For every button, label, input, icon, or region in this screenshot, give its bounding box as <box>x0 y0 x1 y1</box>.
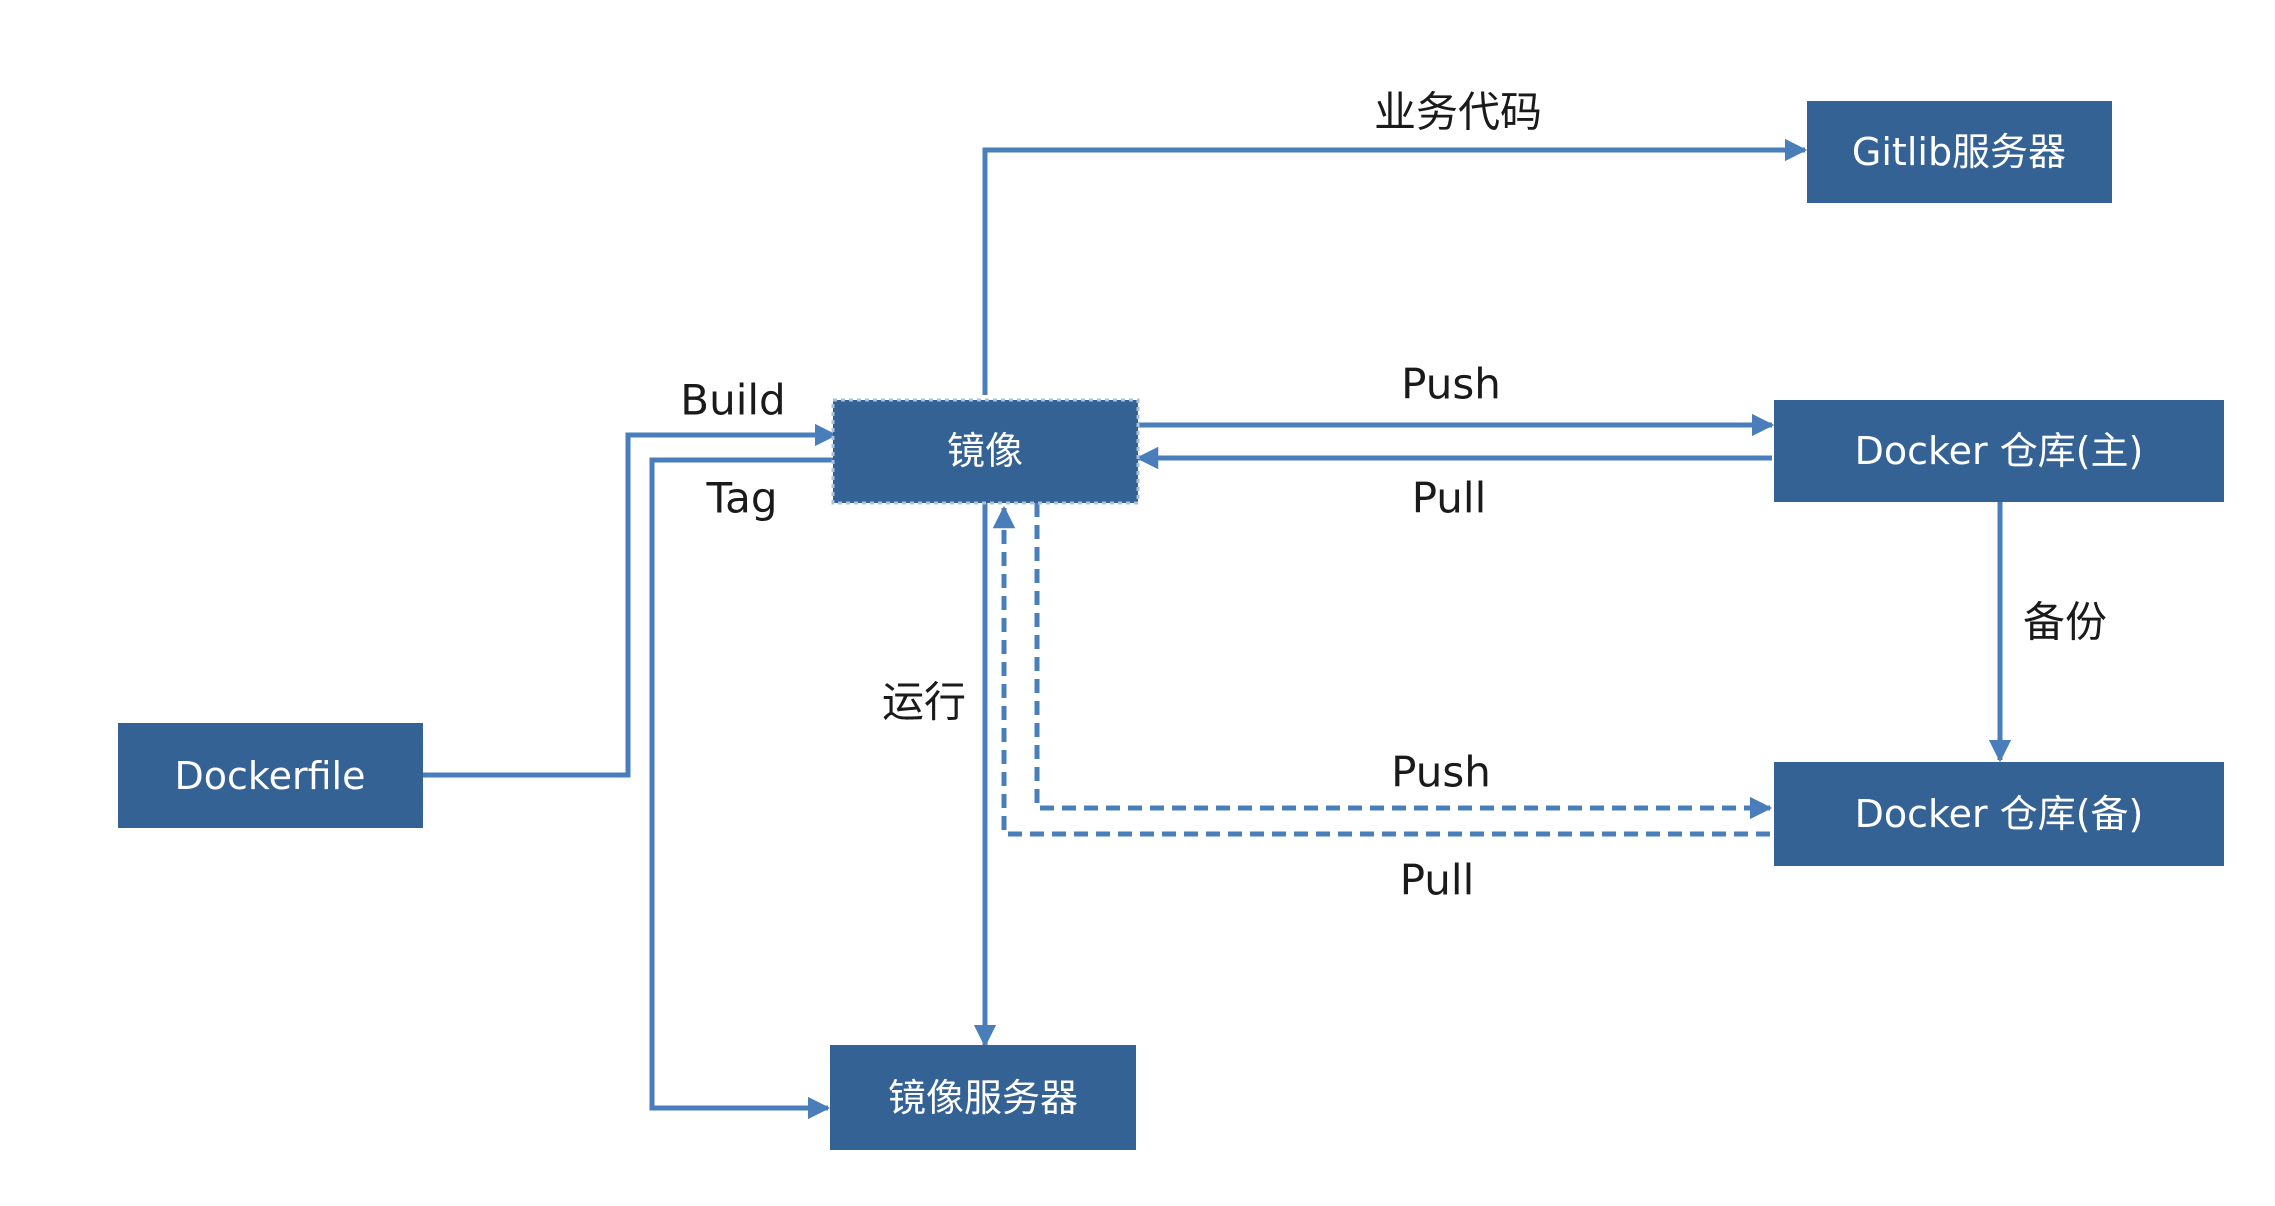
label-push-backup: Push <box>1391 748 1491 797</box>
node-dockerfile-label: Dockerfile <box>175 754 366 798</box>
node-dockerfile: Dockerfile <box>118 723 423 828</box>
edge-push-backup <box>1034 503 1773 820</box>
edge-build <box>423 423 838 778</box>
edge-pull-backup <box>992 505 1770 837</box>
node-registry-main: Docker 仓库(主) <box>1774 400 2224 502</box>
node-image-server-label: 镜像服务器 <box>888 1076 1078 1120</box>
node-gitlib-server-label: Gitlib服务器 <box>1852 130 2066 174</box>
label-business-code: 业务代码 <box>1374 88 1542 137</box>
node-registry-main-label: Docker 仓库(主) <box>1855 429 2144 473</box>
edge-tag <box>649 457 835 1120</box>
edge-business-code <box>982 138 1808 395</box>
label-build: Build <box>680 376 785 425</box>
node-registry-backup: Docker 仓库(备) <box>1774 762 2224 866</box>
label-backup: 备份 <box>2023 598 2107 647</box>
node-image-label: 镜像 <box>947 429 1023 473</box>
node-gitlib-server: Gitlib服务器 <box>1807 101 2112 203</box>
node-registry-backup-label: Docker 仓库(备) <box>1855 792 2144 836</box>
node-image-server: 镜像服务器 <box>830 1045 1136 1150</box>
label-run: 运行 <box>882 678 966 727</box>
edges <box>423 138 2012 1120</box>
node-image: 镜像 <box>831 398 1140 505</box>
label-push-main: Push <box>1401 360 1501 409</box>
label-pull-backup: Pull <box>1400 856 1475 905</box>
label-pull-main: Pull <box>1412 474 1487 523</box>
label-tag: Tag <box>705 474 777 523</box>
